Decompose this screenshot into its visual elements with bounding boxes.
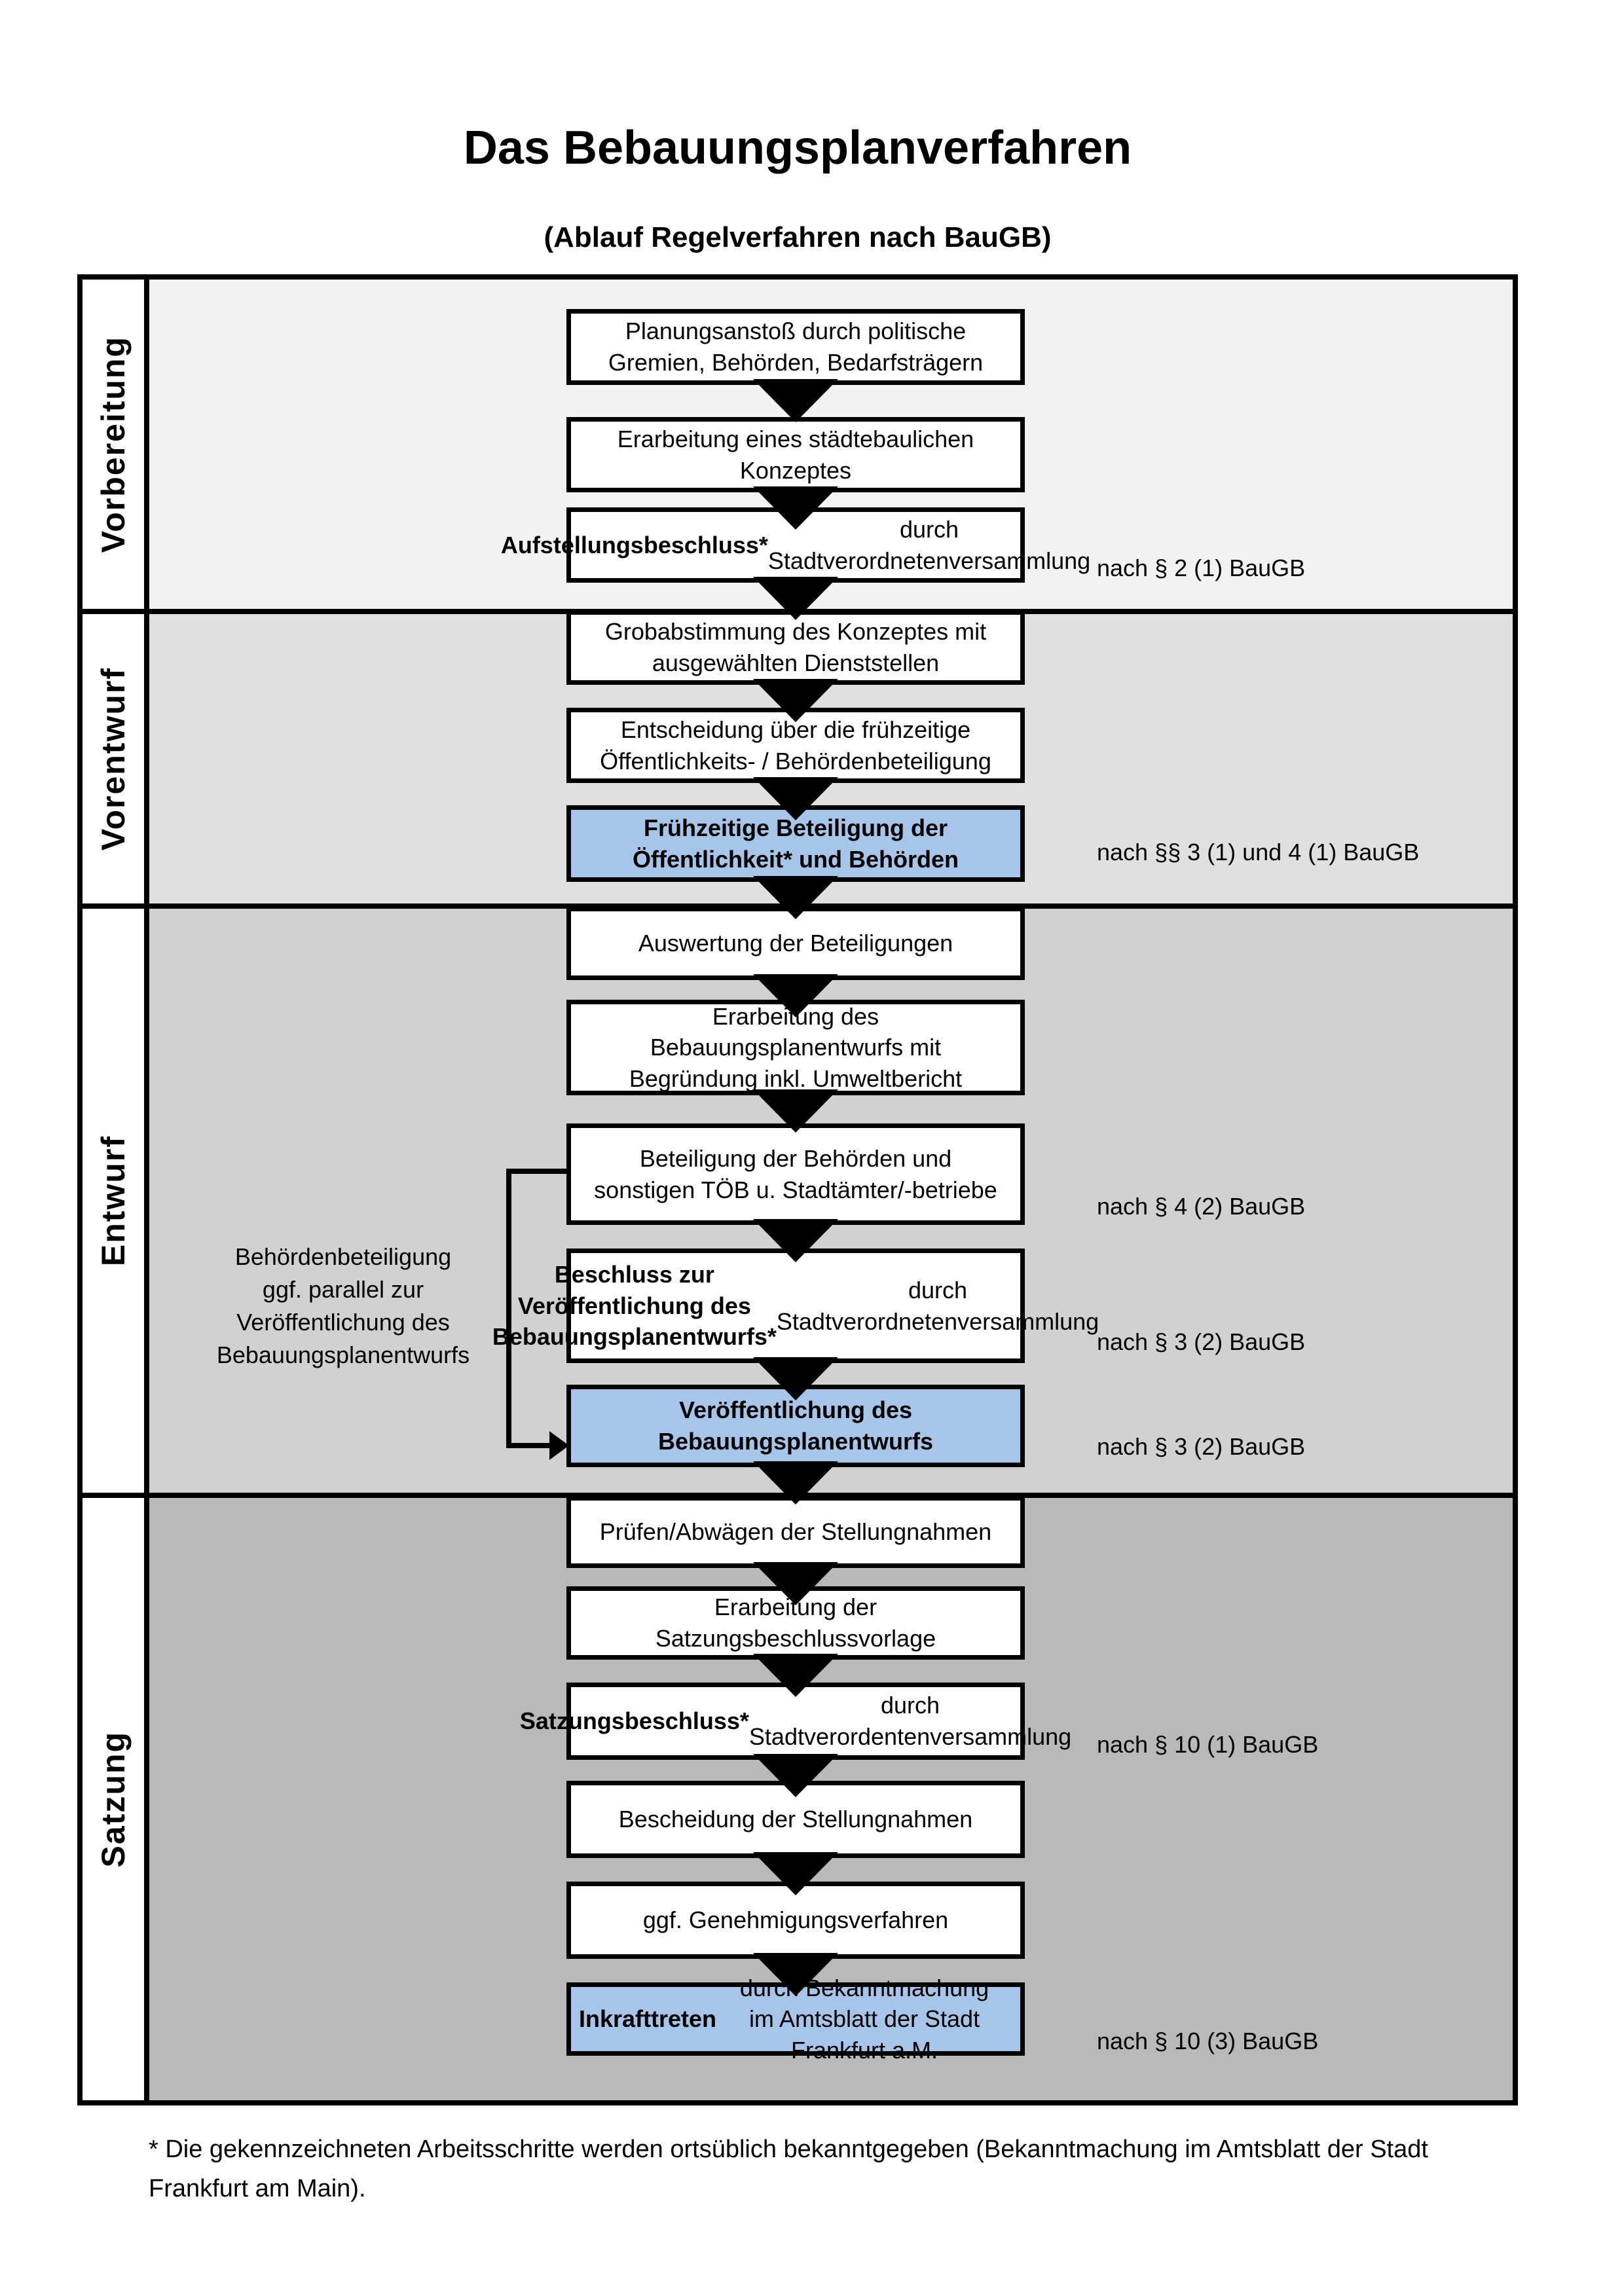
step-grobabstimmung: Grobabstimmung des Konzeptes mit ausgewä… xyxy=(566,610,1025,685)
phase-label-cell-satzung: Satzung xyxy=(83,1498,149,2100)
flow-arrow-down-icon xyxy=(753,486,838,530)
diagram-subtitle: (Ablauf Regelverfahren nach BauGB) xyxy=(544,221,1052,253)
flow-arrow-down-icon xyxy=(753,777,838,820)
parallel-connector-arrow-icon xyxy=(549,1431,569,1460)
law-ref-satzungsbeschluss: nach § 10 (1) BauGB xyxy=(1097,1731,1319,1758)
flow-arrow-down-icon xyxy=(753,577,838,620)
flow-arrow-down-icon xyxy=(753,1654,838,1697)
footnote: * Die gekennzeichneten Arbeitsschritte w… xyxy=(149,2136,1428,2203)
flow-arrow-down-icon xyxy=(753,379,838,422)
law-ref-beschluss-veroeffentlichung: nach § 3 (2) BauGB xyxy=(1097,1328,1306,1355)
flow-overlay: Planungsanstoß durch politische Gremien,… xyxy=(83,280,1513,2100)
step-staedtebauliches-konzept: Erarbeitung eines städtebaulichen Konzep… xyxy=(566,417,1025,492)
parallel-connector-bottom-line xyxy=(506,1443,552,1448)
law-ref-veroeffentlichung: nach § 3 (2) BauGB xyxy=(1097,1433,1306,1460)
law-ref-behoerden-toeb: nach § 4 (2) BauGB xyxy=(1097,1193,1306,1220)
flow-arrow-down-icon xyxy=(753,1953,838,1996)
law-ref-inkrafttreten: nach § 10 (3) BauGB xyxy=(1097,2028,1319,2054)
step-fruehzeitige-beteiligung: Frühzeitige Beteiligung der Öffentlichke… xyxy=(566,805,1025,882)
flow-arrow-down-icon xyxy=(753,876,838,919)
step-pruefen-abwaegen: Prüfen/Abwägen der Stellungnahmen xyxy=(566,1496,1025,1568)
phase-label-cell-entwurf: Entwurf xyxy=(83,909,149,1493)
flow-arrow-down-icon xyxy=(753,1562,838,1605)
flow-arrow-down-icon xyxy=(753,1357,838,1400)
flow-arrow-down-icon xyxy=(753,1852,838,1895)
phase-label-cell-vorentwurf: Vorentwurf xyxy=(83,614,149,903)
phase-label-cell-vorbereitung: Vorbereitung xyxy=(83,280,149,609)
flow-arrow-down-icon xyxy=(753,1089,838,1133)
parallel-connector-top-line xyxy=(506,1169,566,1174)
law-ref-aufstellungsbeschluss: nach § 2 (1) BauGB xyxy=(1097,555,1306,581)
flow-arrow-down-icon xyxy=(753,974,838,1017)
flow-arrow-down-icon xyxy=(753,1754,838,1797)
step-planungsanstoss: Planungsanstoß durch politische Gremien,… xyxy=(566,309,1025,385)
step-beschluss-veroeffentlichung: Beschluss zur Veröffentlichung des Bebau… xyxy=(492,1248,1099,1363)
flow-arrow-down-icon xyxy=(753,1219,838,1262)
law-ref-fruehzeitige-beteiligung: nach §§ 3 (1) und 4 (1) BauGB xyxy=(1097,839,1420,866)
flow-arrow-down-icon xyxy=(753,679,838,722)
step-behoerden-toeb: Beteiligung der Behörden und sonstigen T… xyxy=(566,1123,1025,1225)
side-note-parallel-beteiligung: Behördenbeteiligung ggf. parallel zur Ve… xyxy=(216,1243,470,1368)
flowchart-frame: Vorbereitung Vorentwurf Entwurf Satzung xyxy=(77,274,1518,2105)
flow-arrow-down-icon xyxy=(753,1461,838,1504)
parallel-connector-vertical-line xyxy=(506,1169,511,1448)
diagram-title: Das Bebauungsplanverfahren xyxy=(463,122,1132,174)
